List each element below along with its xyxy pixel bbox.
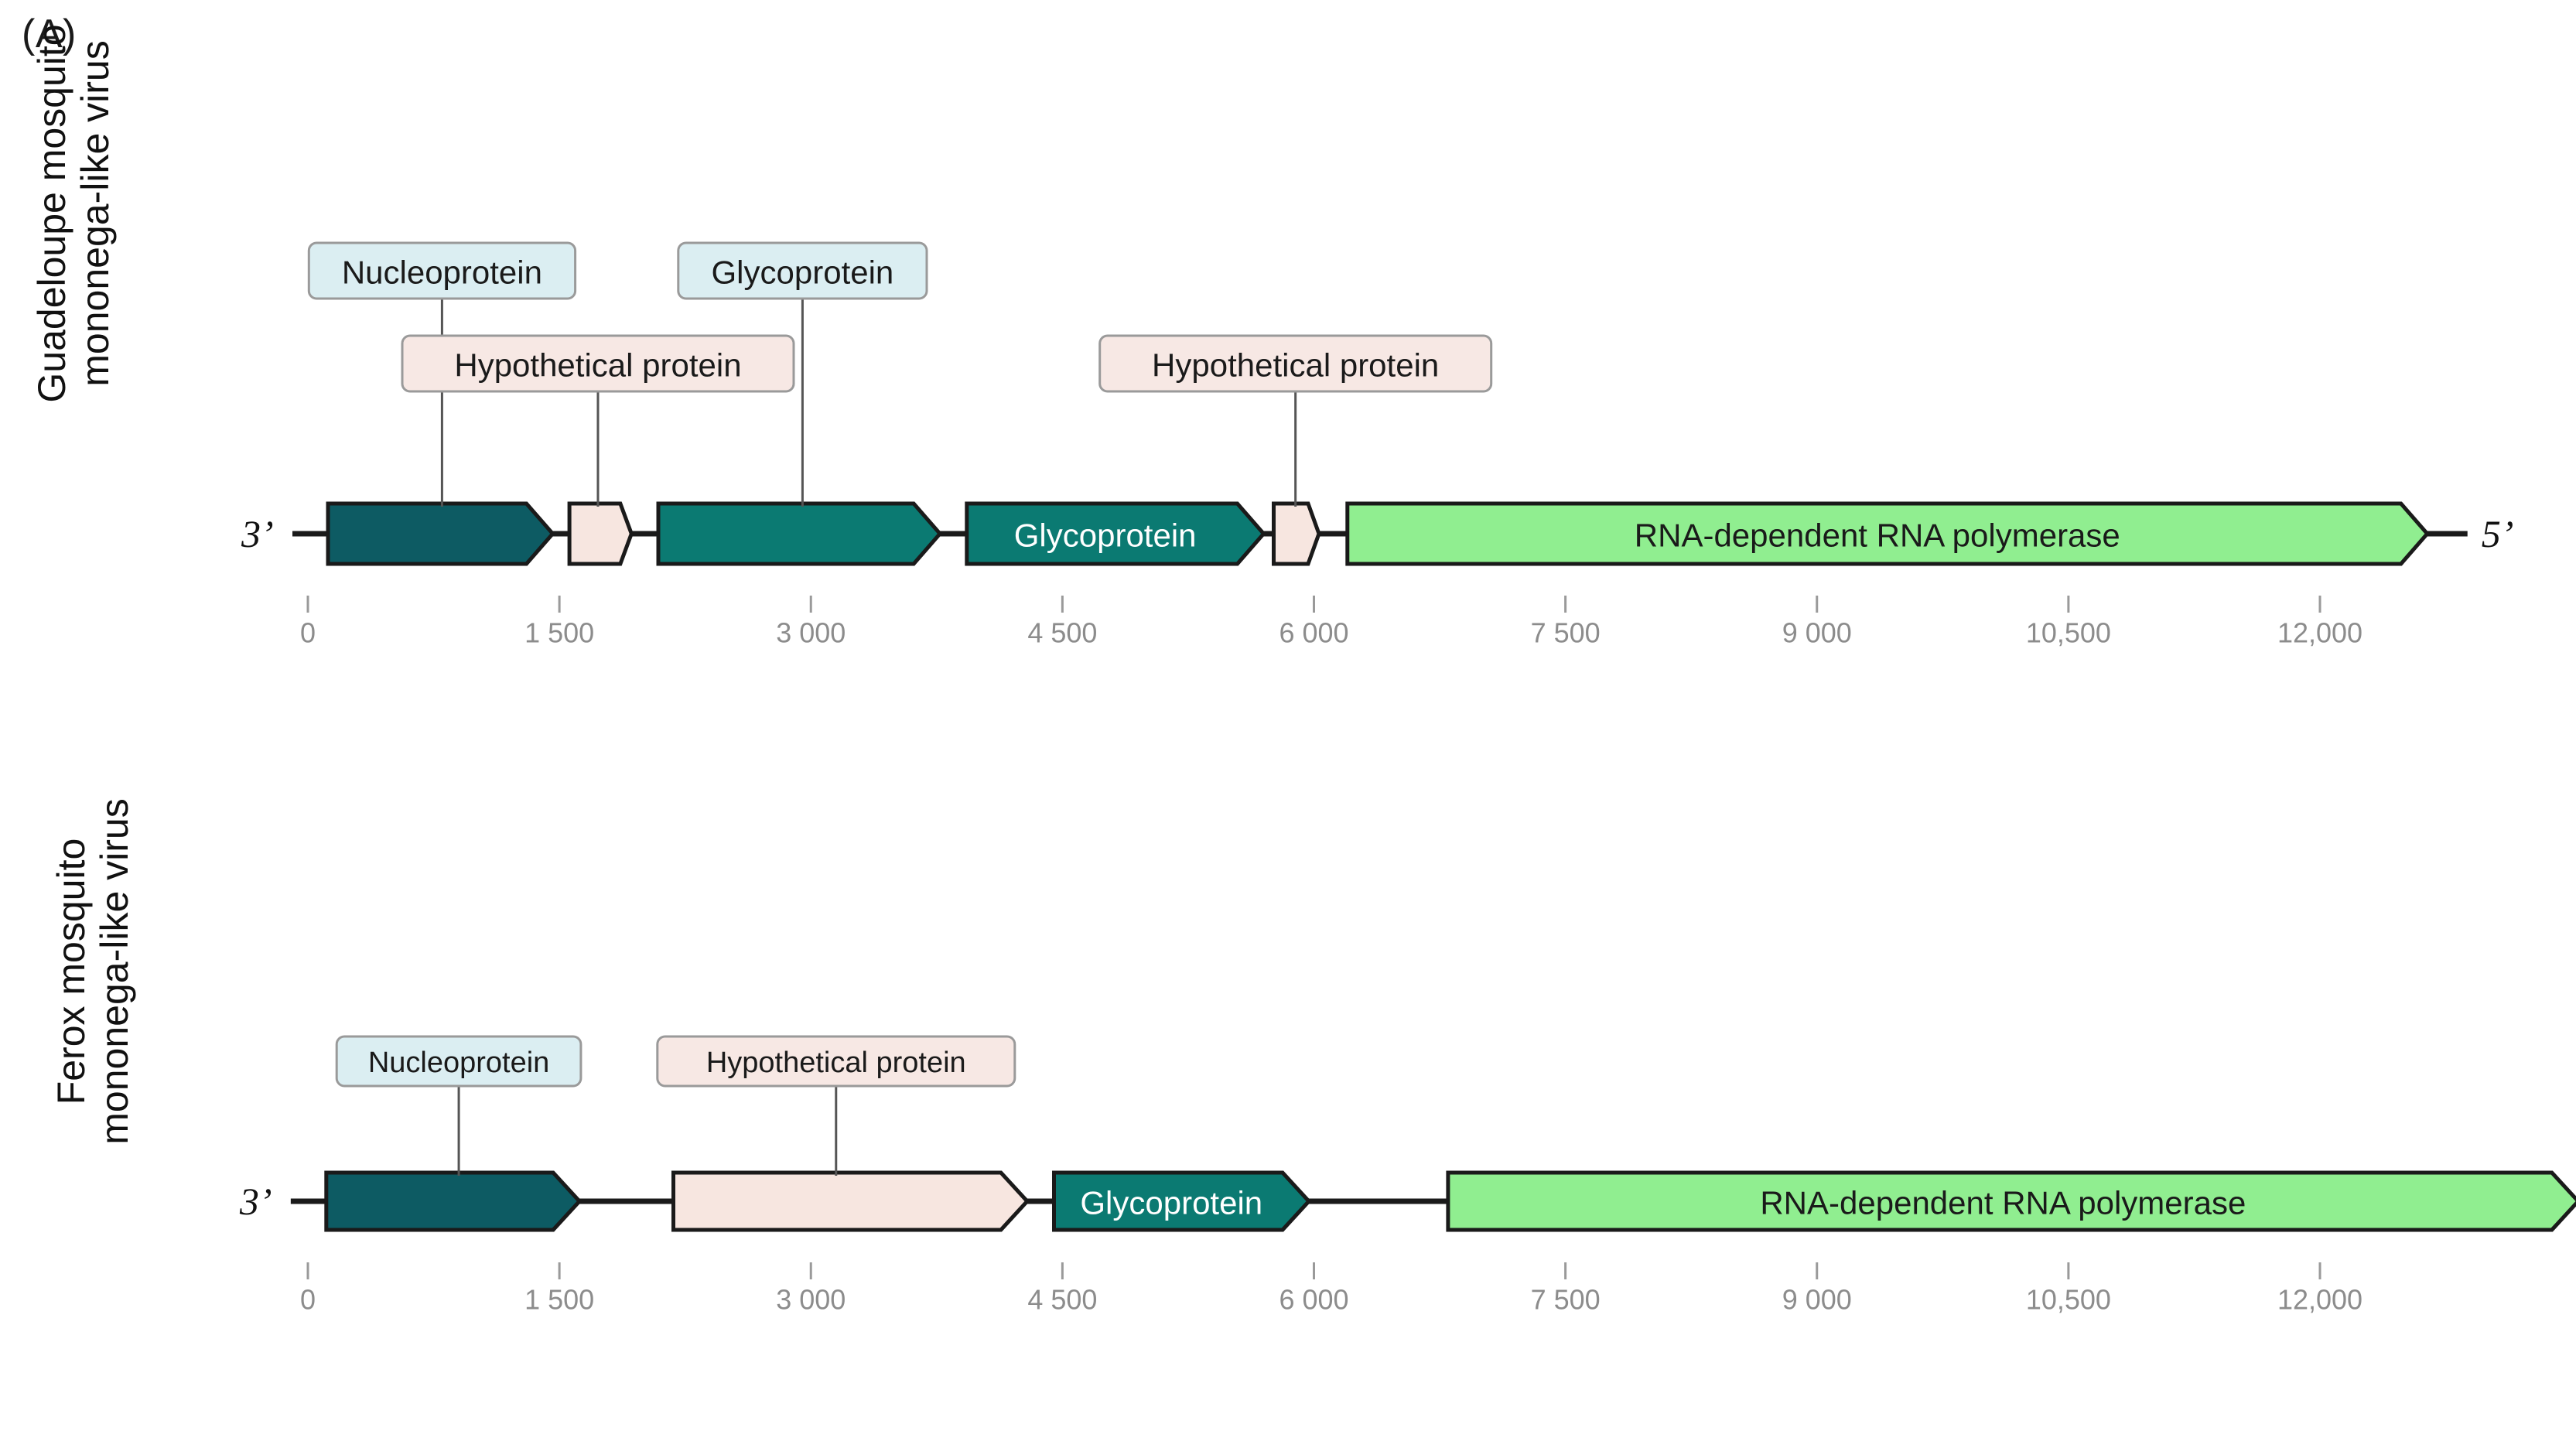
gene-arrow[interactable] bbox=[656, 501, 943, 566]
axis-tick-label: 1 500 bbox=[524, 616, 594, 648]
axis-tick-label: 4 500 bbox=[1027, 616, 1097, 648]
axis-tick-label: 6 000 bbox=[1279, 1283, 1348, 1315]
axis-tick-label: 9 000 bbox=[1782, 616, 1852, 648]
gene-arrow[interactable] bbox=[326, 501, 555, 566]
gene-inline-label: RNA-dependent RNA polymerase bbox=[1635, 517, 2120, 554]
gene-inline-label: RNA-dependent RNA polymerase bbox=[1760, 1185, 2246, 1221]
gene-callout-label: Hypothetical protein bbox=[1152, 347, 1439, 384]
gene-callout-label: Hypothetical protein bbox=[706, 1047, 966, 1079]
axis-tick-label: 12,000 bbox=[2277, 1283, 2362, 1315]
gene-arrow[interactable] bbox=[1345, 501, 2431, 566]
gene-arrow[interactable] bbox=[1052, 1170, 1312, 1232]
axis-tick-label: 1 500 bbox=[524, 1283, 594, 1315]
gene-inline-label: Glycoprotein bbox=[1014, 517, 1197, 554]
panel-letter: (A) bbox=[22, 12, 77, 56]
gene-callout-label: Nucleoprotein bbox=[342, 254, 542, 291]
gene-arrow[interactable] bbox=[1446, 1170, 2576, 1232]
end-label-3prime: 3’ bbox=[239, 1180, 272, 1223]
axis-tick-label: 10,500 bbox=[2026, 616, 2111, 648]
axis-tick-label: 12,000 bbox=[2277, 616, 2362, 648]
position-axis: 0 1 500 3 000 4 500 6 000 7 500 9 000 10,500 12,… bbox=[300, 596, 2362, 648]
axis-tick-label: 7 500 bbox=[1531, 1283, 1601, 1315]
gene-callout-label: Nucleoprotein bbox=[368, 1047, 549, 1079]
axis-tick-label: 10,500 bbox=[2026, 1283, 2111, 1315]
gene-arrow[interactable] bbox=[567, 501, 634, 566]
gene-callout-box[interactable] bbox=[401, 334, 795, 393]
end-label-5prime: 5’ bbox=[2482, 512, 2514, 555]
axis-tick-label: 9 000 bbox=[1782, 1283, 1852, 1315]
gene-callout-box[interactable] bbox=[677, 241, 928, 300]
gene-inline-label: Glycoprotein bbox=[1080, 1185, 1262, 1221]
axis-tick-label: 7 500 bbox=[1531, 616, 1601, 648]
axis-tick-label: 3 000 bbox=[776, 1283, 846, 1315]
gene-callout-box[interactable] bbox=[656, 1035, 1016, 1088]
axis-tick-label: 6 000 bbox=[1279, 616, 1348, 648]
position-axis: 0 1 500 3 000 4 500 6 000 7 500 9 000 10,500 12,… bbox=[300, 1262, 2362, 1315]
gene-callout-box[interactable] bbox=[335, 1035, 583, 1088]
axis-tick-label: 0 bbox=[300, 616, 316, 648]
gene-arrow[interactable] bbox=[324, 1170, 583, 1232]
gene-callout-box[interactable] bbox=[307, 241, 577, 300]
end-label-3prime: 3’ bbox=[241, 512, 274, 555]
gene-callout-box[interactable] bbox=[1098, 334, 1493, 393]
axis-tick-label: 3 000 bbox=[776, 616, 846, 648]
axis-tick-label: 4 500 bbox=[1027, 1283, 1097, 1315]
gene-arrow[interactable] bbox=[1272, 501, 1321, 566]
gene-callout-label: Glycoprotein bbox=[712, 254, 894, 291]
axis-tick-label: 0 bbox=[300, 1283, 316, 1315]
gene-arrow[interactable] bbox=[965, 501, 1266, 566]
gene-arrow[interactable] bbox=[671, 1170, 1030, 1232]
gene-callout-label: Hypothetical protein bbox=[454, 347, 741, 384]
